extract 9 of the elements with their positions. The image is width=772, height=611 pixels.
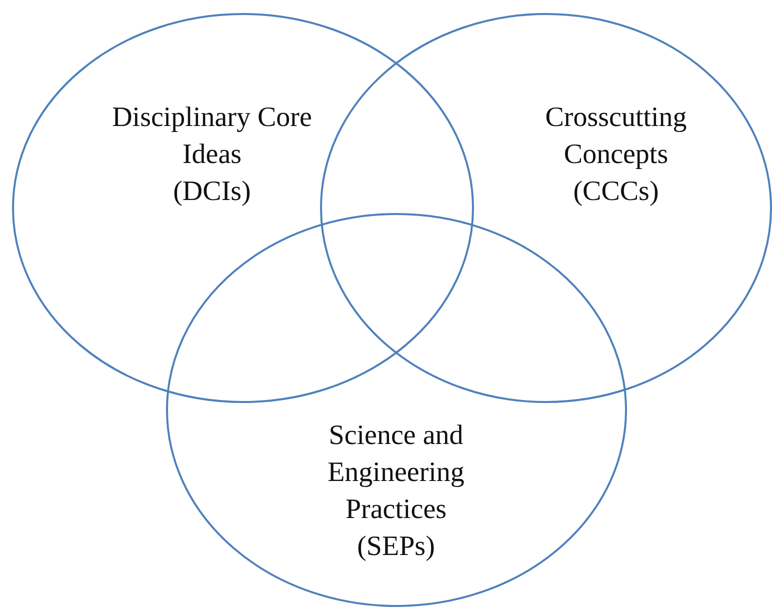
venn-ellipse bbox=[320, 13, 772, 403]
circle-label: (CCCs) bbox=[572, 175, 660, 209]
circle-label: Disciplinary Core Ideas bbox=[111, 101, 313, 172]
venn-ellipse bbox=[12, 13, 474, 403]
circle-label: (SEPs) bbox=[356, 530, 436, 564]
venn-ellipse bbox=[166, 213, 627, 607]
circle-label: Science and Engineering Practices bbox=[326, 419, 466, 527]
circle-label: Crosscutting Concepts bbox=[544, 101, 688, 172]
circle-label: (DCIs) bbox=[172, 175, 252, 209]
